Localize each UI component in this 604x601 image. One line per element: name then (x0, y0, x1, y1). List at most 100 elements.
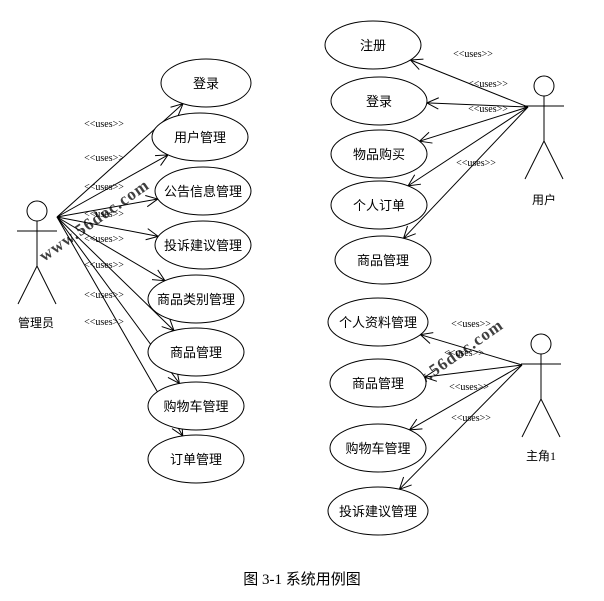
figure-caption: 图 3-1 系统用例图 (243, 572, 361, 588)
use-case-a-cart: 购物车管理 (147, 381, 245, 431)
association-user-u-order (407, 106, 529, 187)
stereotype-label: <<uses>> (84, 182, 124, 193)
actor-head (530, 333, 552, 355)
stereotype-label: <<uses>> (84, 153, 124, 164)
use-case-o-cart: 购物车管理 (329, 423, 427, 473)
use-case-label: 商品管理 (352, 376, 404, 391)
actor-right-leg (36, 265, 57, 305)
use-case-a-login: 登录 (160, 58, 252, 108)
association-line (403, 106, 529, 239)
association-line (56, 198, 158, 218)
association-line (409, 364, 523, 431)
use-case-label: 购物车管理 (163, 399, 228, 414)
actor-left-leg (521, 398, 542, 438)
actor-user: 用户 (524, 75, 564, 207)
use-case-layer: 登录用户管理公告信息管理投诉建议管理商品类别管理商品管理购物车管理订单管理注册登… (147, 20, 432, 536)
association-layer: <<uses>> <<uses>> <<uses>> <<uses>> <<uses>>… (56, 49, 529, 491)
use-case-ellipse (154, 220, 252, 270)
actor-right-leg (543, 140, 564, 180)
association-line (56, 216, 166, 282)
use-case-label: 公告信息管理 (164, 184, 242, 199)
use-case-label: 登录 (193, 76, 219, 91)
use-case-ellipse (147, 327, 245, 377)
stereotype-label: <<uses>> (453, 49, 493, 60)
use-case-ellipse (330, 180, 428, 230)
actor-right-leg (540, 398, 561, 438)
association-line (407, 106, 529, 187)
association-line (419, 106, 529, 142)
use-case-a-category: 商品类别管理 (147, 274, 245, 324)
actor-label: 管理员 (18, 315, 54, 330)
use-case-ellipse (327, 486, 429, 536)
use-case-label: 物品购买 (353, 147, 405, 162)
use-case-ellipse (147, 274, 245, 324)
use-case-label: 个人订单 (353, 198, 405, 213)
stereotype-label: <<uses>> (84, 209, 124, 220)
use-case-u-login: 登录 (330, 76, 428, 126)
use-case-label: 个人资料管理 (339, 315, 417, 330)
use-case-a-order: 订单管理 (147, 434, 245, 484)
use-case-ellipse (330, 129, 428, 179)
use-case-label: 商品类别管理 (157, 292, 235, 307)
use-case-ellipse (151, 112, 249, 162)
association-line (420, 334, 523, 366)
use-case-o-profile: 个人资料管理 (327, 297, 429, 347)
use-case-label: 商品管理 (170, 345, 222, 360)
actor-left-leg (17, 265, 38, 305)
association-admin-a-category: <<uses>> (56, 216, 166, 282)
stereotype-label: <<uses>> (84, 290, 124, 301)
use-case-label: 购物车管理 (345, 441, 410, 456)
use-case-a-user: 用户管理 (151, 112, 249, 162)
use-case-ellipse (160, 58, 252, 108)
association-line (410, 59, 529, 108)
actor-left-leg (524, 140, 545, 180)
actor-head (533, 75, 555, 97)
use-case-label: 登录 (366, 94, 392, 109)
association-line (426, 102, 529, 108)
use-case-a-goods: 商品管理 (147, 327, 245, 377)
association-line (424, 364, 523, 378)
stereotype-label: <<uses>> (84, 234, 124, 245)
use-case-ellipse (147, 381, 245, 431)
stereotype-label: <<uses>> (84, 260, 124, 271)
stereotype-label: <<uses>> (84, 119, 124, 130)
association-line (399, 364, 523, 490)
use-case-label: 用户管理 (174, 130, 226, 145)
use-case-u-register: 注册 (324, 20, 422, 70)
use-case-u-order: 个人订单 (330, 180, 428, 230)
use-case-a-notice: 公告信息管理 (154, 166, 252, 216)
use-case-o-complaint: 投诉建议管理 (327, 486, 429, 536)
actor-label: 主角1 (526, 449, 556, 463)
use-case-ellipse (329, 358, 427, 408)
use-case-ellipse (327, 297, 429, 347)
use-case-label: 订单管理 (170, 452, 222, 467)
use-case-label: 商品管理 (357, 253, 409, 268)
use-case-ellipse (154, 166, 252, 216)
stereotype-label: <<uses>> (449, 382, 489, 393)
use-case-ellipse (324, 20, 422, 70)
stereotype-label: <<uses>> (468, 79, 508, 90)
use-case-label: 投诉建议管理 (164, 238, 242, 253)
actor-label: 用户 (532, 192, 556, 207)
use-case-ellipse (329, 423, 427, 473)
use-case-ellipse (147, 434, 245, 484)
association-line (56, 154, 169, 218)
association-user-u-register: <<uses>> (409, 49, 529, 108)
use-case-ellipse (334, 235, 432, 285)
stereotype-label: <<uses>> (451, 413, 491, 424)
actor-admin: 管理员 (17, 200, 57, 330)
use-case-label: 注册 (360, 38, 386, 53)
actor-owner: 主角1 (521, 333, 561, 463)
use-case-u-goods: 商品管理 (334, 235, 432, 285)
stereotype-label: <<uses>> (456, 158, 496, 169)
use-case-ellipse (330, 76, 428, 126)
use-case-label: 投诉建议管理 (339, 504, 417, 519)
stereotype-label: <<uses>> (444, 348, 484, 359)
use-case-a-complaint: 投诉建议管理 (154, 220, 252, 270)
actor-head (26, 200, 48, 222)
stereotype-label: <<uses>> (84, 317, 124, 328)
use-case-u-buy: 物品购买 (330, 129, 428, 179)
use-case-o-goods: 商品管理 (329, 358, 427, 408)
